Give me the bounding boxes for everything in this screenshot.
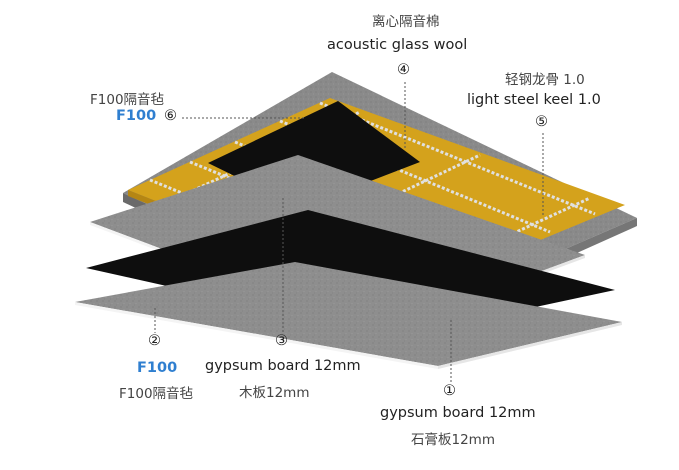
leader-lines — [154, 82, 544, 383]
felt-top-code: F100 — [116, 108, 157, 124]
gypsum-board-lower — [75, 262, 622, 369]
steel-keel-cn-label: 轻钢龙骨 1.0 — [505, 72, 585, 88]
marker-3: ③ — [275, 333, 288, 349]
felt-bottom-code: F100 — [137, 360, 178, 376]
marker-4: ④ — [397, 62, 410, 78]
marker-1: ① — [443, 383, 456, 399]
glass-wool-en-label: acoustic glass wool — [327, 37, 468, 53]
marker-5: ⑤ — [535, 114, 548, 130]
marker-2: ② — [148, 333, 161, 349]
felt-top-cn-label: F100隔音毡 — [90, 92, 165, 108]
felt-bottom-cn-label: F100隔音毡 — [119, 386, 194, 402]
board-3-cn-label: 木板12mm — [239, 385, 310, 401]
steel-keel-en-label: light steel keel 1.0 — [467, 92, 601, 108]
glass-wool-cn-label: 离心隔音棉 — [372, 14, 440, 30]
board-3-en-label: gypsum board 12mm — [205, 358, 361, 374]
marker-6: ⑥ — [164, 108, 177, 124]
board-1-cn-label: 石膏板12mm — [411, 432, 495, 448]
board-1-en-label: gypsum board 12mm — [380, 405, 536, 421]
